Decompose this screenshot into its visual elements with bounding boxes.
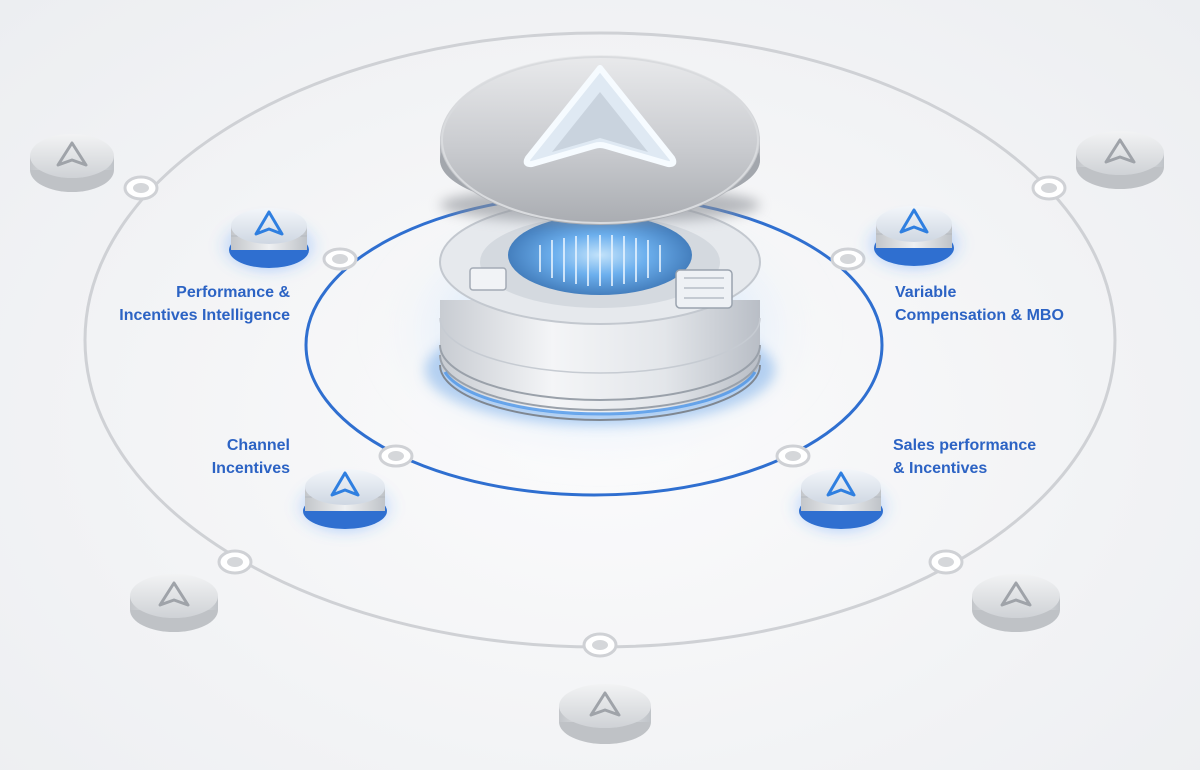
label-line: Incentives [211,460,290,477]
label-line: Channel [226,437,290,454]
grey-pad [972,574,1060,632]
module-pad-sales[interactable] [789,469,893,537]
label-performance-incentives-intelligence: Performance & Incentives Intelligence [119,281,290,327]
hub-core-circuitry [539,235,661,286]
orbit-node [928,549,964,575]
navigation-arrow-icon [56,141,88,167]
module-pad-channel[interactable] [293,469,397,537]
orbit-node [322,247,358,271]
navigation-arrow-icon [589,691,621,717]
label-line: Variable [895,284,957,301]
orbit-node [582,632,618,658]
grey-pad [30,134,114,192]
label-line: Compensation & MBO [895,307,1064,324]
orbit-node [775,444,811,468]
label-line: Performance & [176,284,290,301]
orbit-node [830,247,866,271]
orbit-nodes [123,175,1067,658]
grey-pad [130,574,218,632]
navigation-arrow-icon [330,471,360,497]
orbit-node [217,549,253,575]
label-line: & Incentives [893,460,988,477]
navigation-arrow-icon [158,581,190,607]
grey-pad [559,684,651,744]
label-sales-performance: Sales performance & Incentives [893,434,1036,480]
orbit-node [1031,175,1067,201]
navigation-arrow-icon [899,208,929,234]
navigation-arrow-icon [1104,138,1136,164]
label-line: Incentives Intelligence [119,307,290,324]
orbit-node [123,175,159,201]
navigation-arrow-icon [254,210,284,236]
module-pad-performance[interactable] [217,208,321,276]
navigation-arrow-icon [1000,581,1032,607]
grey-pad [1076,131,1164,189]
label-variable-compensation: Variable Compensation & MBO [895,281,1064,327]
orbit-node [378,444,414,468]
module-pad-variable[interactable] [862,206,966,274]
central-hub [425,55,775,425]
label-channel-incentives: Channel Incentives [212,434,290,480]
navigation-arrow-icon [826,471,856,497]
label-line: Sales performance [893,437,1037,454]
